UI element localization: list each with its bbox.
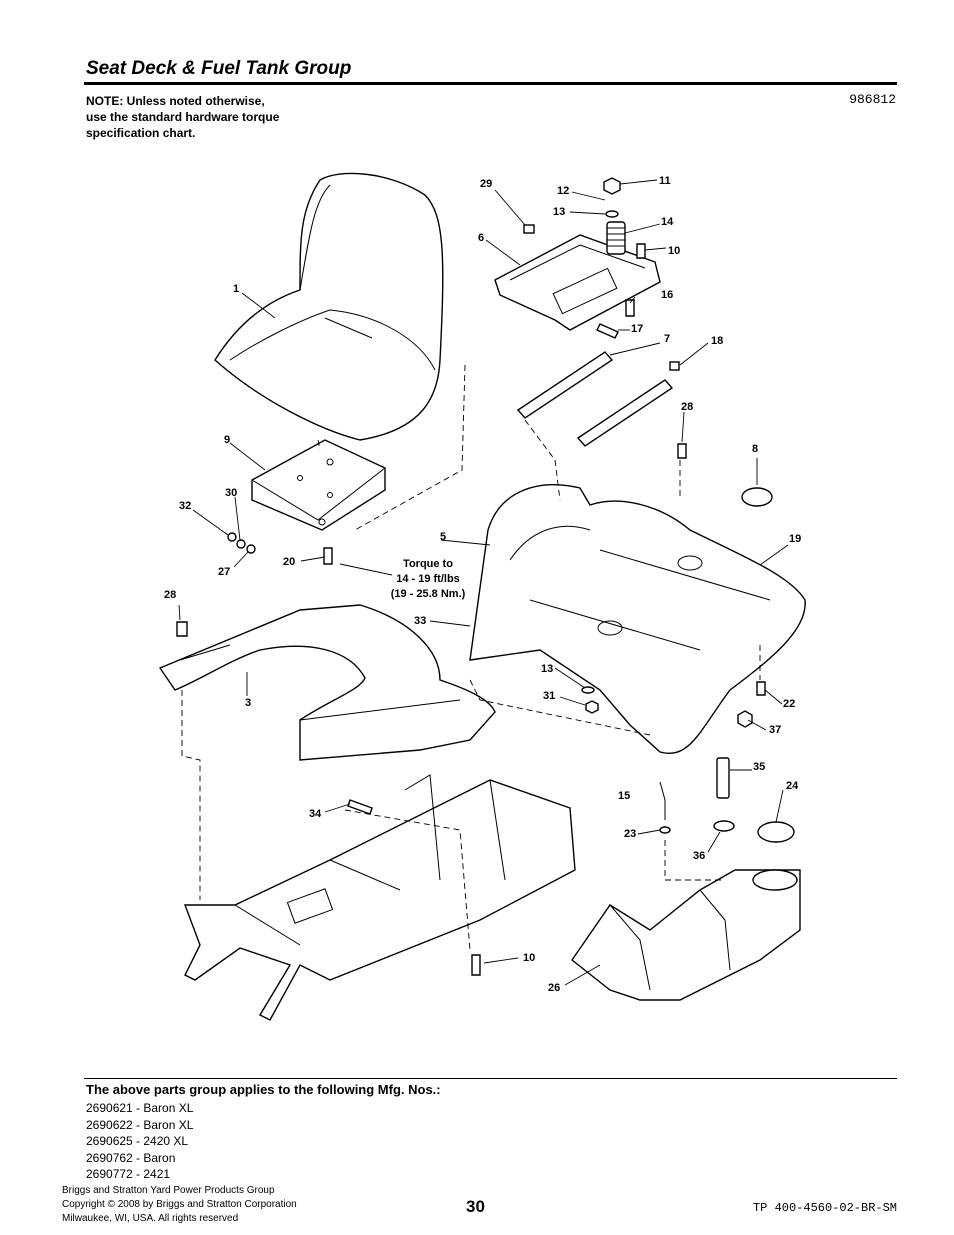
callout-16: 16 bbox=[661, 289, 673, 301]
list-item: 2690772 - 2421 bbox=[86, 1167, 171, 1181]
hardware-parts bbox=[176, 224, 795, 976]
seat-rails-part bbox=[516, 351, 674, 447]
callout-33: 33 bbox=[414, 615, 426, 627]
callout-37: 37 bbox=[769, 724, 781, 736]
figure-number: 986812 bbox=[849, 92, 896, 107]
torque-line: Torque to bbox=[403, 558, 453, 570]
callout-15: 15 bbox=[618, 790, 630, 802]
callout-5: 5 bbox=[440, 531, 446, 543]
rear-cover-part bbox=[158, 604, 496, 761]
callout-30: 30 bbox=[225, 487, 237, 499]
callout-35: 35 bbox=[753, 761, 765, 773]
frame-part bbox=[183, 774, 576, 1021]
copyright-block: Briggs and Stratton Yard Power Products … bbox=[62, 1184, 297, 1226]
callout-36: 36 bbox=[693, 850, 705, 862]
exploded-parts-diagram: 1 3 5 6 7 8 9 10 10 11 12 13 13 14 15 16… bbox=[158, 172, 806, 1021]
seat-part bbox=[214, 172, 444, 441]
callout-17: 17 bbox=[631, 323, 643, 335]
callout-3: 3 bbox=[245, 697, 251, 709]
callout-10b: 10 bbox=[523, 952, 535, 964]
callout-24: 24 bbox=[786, 780, 799, 792]
note-line: use the standard hardware torque bbox=[86, 110, 280, 124]
callout-18: 18 bbox=[711, 335, 723, 347]
footer-line: Milwaukee, WI, USA. All rights reserved bbox=[62, 1213, 239, 1224]
torque-line: 14 - 19 ft/lbs bbox=[396, 573, 460, 585]
callout-1: 1 bbox=[233, 283, 239, 295]
callout-10a: 10 bbox=[668, 245, 680, 257]
callout-23: 23 bbox=[624, 828, 636, 840]
note-line: NOTE: Unless noted otherwise, bbox=[86, 94, 265, 108]
callout-28b: 28 bbox=[681, 401, 693, 413]
callout-26: 26 bbox=[548, 982, 560, 994]
seat-bracket-part bbox=[494, 234, 661, 331]
list-item: 2690622 - Baron XL bbox=[86, 1117, 194, 1132]
callout-labels: 1 3 5 6 7 8 9 10 10 11 12 13 13 14 15 16… bbox=[164, 175, 801, 994]
callout-34: 34 bbox=[309, 808, 322, 820]
list-item: 2690762 - Baron bbox=[86, 1150, 176, 1165]
callout-11: 11 bbox=[659, 175, 671, 187]
callout-leaders bbox=[178, 179, 789, 986]
page-title: Seat Deck & Fuel Tank Group bbox=[86, 58, 352, 79]
callout-28a: 28 bbox=[164, 589, 176, 601]
callout-13b: 13 bbox=[541, 663, 553, 675]
callout-19: 19 bbox=[789, 533, 801, 545]
callout-20: 20 bbox=[283, 556, 295, 568]
fender-deck-part bbox=[469, 484, 806, 754]
callout-29: 29 bbox=[480, 178, 492, 190]
list-item: 2690625 - 2420 XL bbox=[86, 1134, 189, 1148]
assembly-guide-lines bbox=[181, 364, 761, 951]
list-item: 2690621 - Baron XL bbox=[86, 1101, 194, 1115]
document-code: TP 400-4560-02-BR-SM bbox=[752, 1201, 897, 1215]
footer-line: Copyright © 2008 by Briggs and Stratton … bbox=[62, 1199, 297, 1210]
callout-22: 22 bbox=[783, 698, 795, 710]
fuel-tank-part bbox=[571, 869, 801, 1001]
applies-heading: The above parts group applies to the fol… bbox=[86, 1082, 441, 1097]
callout-12: 12 bbox=[557, 185, 569, 197]
callout-27: 27 bbox=[218, 566, 230, 578]
torque-line: (19 - 25.8 Nm.) bbox=[391, 588, 466, 600]
section-rule bbox=[84, 1078, 897, 1079]
callout-31: 31 bbox=[543, 690, 555, 702]
torque-annotation: Torque to 14 - 19 ft/lbs (19 - 25.8 Nm.) bbox=[391, 558, 466, 600]
callout-32: 32 bbox=[179, 500, 191, 512]
callout-8: 8 bbox=[752, 443, 758, 455]
callout-6: 6 bbox=[478, 232, 484, 244]
note-line: specification chart. bbox=[86, 126, 196, 140]
mfg-number-list: 2690621 - Baron XL 2690622 - Baron XL 26… bbox=[86, 1100, 193, 1183]
callout-9: 9 bbox=[224, 434, 230, 446]
callout-14: 14 bbox=[661, 216, 674, 228]
seat-plate-part bbox=[251, 439, 386, 531]
callout-13a: 13 bbox=[553, 206, 565, 218]
callout-7: 7 bbox=[664, 333, 670, 345]
seat-spring-part bbox=[603, 177, 626, 255]
page-number: 30 bbox=[466, 1197, 485, 1216]
footer-line: Briggs and Stratton Yard Power Products … bbox=[62, 1185, 275, 1196]
torque-note: NOTE: Unless noted otherwise, use the st… bbox=[86, 93, 346, 141]
title-rule bbox=[84, 82, 897, 85]
